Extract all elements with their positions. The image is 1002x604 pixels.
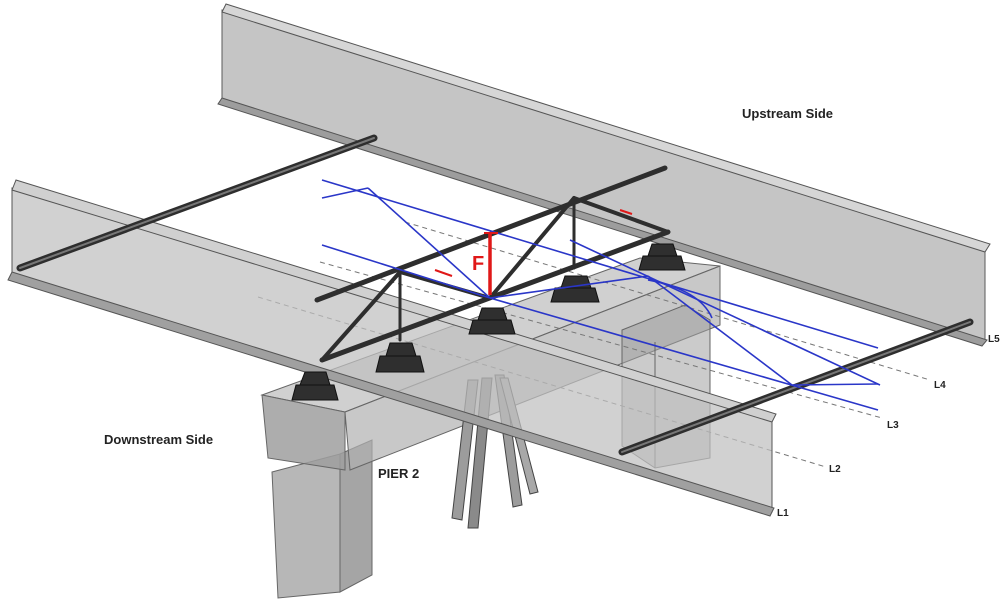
line-label-l1: L1 [777, 508, 789, 519]
upstream-girder-top-flange [221, 3, 991, 253]
downstream-side-label: Downstream Side [104, 432, 213, 447]
downstream-girder-top-flange [11, 179, 777, 423]
truss-diagonal-3 [488, 196, 576, 300]
upstream-girder-bottom-flange [217, 97, 988, 347]
line-label-l5: L5 [988, 334, 1000, 345]
force-arrow: F [434, 209, 633, 295]
downstream-girder-bottom-flange [7, 271, 775, 517]
bearing-3 [468, 307, 516, 335]
force-label: F [472, 253, 484, 275]
pier-column-front [271, 453, 341, 599]
upstream-girder [217, 3, 991, 347]
pier-cap-front [261, 394, 346, 471]
truss-diagonal-1 [320, 270, 402, 362]
dashed-line-l4 [404, 221, 931, 381]
upstream-side-label: Upstream Side [742, 106, 833, 121]
line-label-l3: L3 [887, 420, 899, 431]
influence-lines [321, 179, 881, 411]
truss-diagonal-4 [572, 196, 670, 234]
bearing-5 [638, 243, 686, 271]
bearings [291, 243, 686, 401]
pier-label: PIER 2 [378, 466, 419, 481]
line-label-l2: L2 [829, 464, 841, 475]
bearing-2 [375, 342, 425, 373]
truss-bottom-chord [319, 229, 671, 363]
line-label-l4: L4 [934, 380, 946, 391]
bearing-1 [291, 371, 339, 401]
